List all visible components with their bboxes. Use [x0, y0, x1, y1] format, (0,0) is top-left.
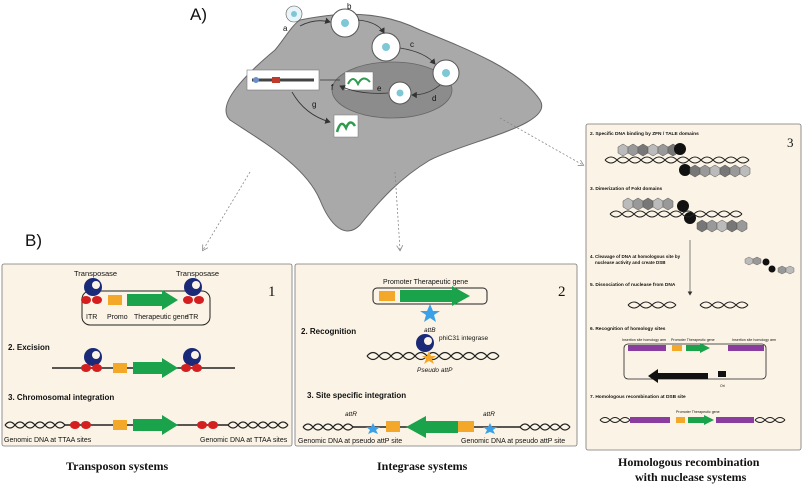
ori-label: Ori — [720, 384, 725, 388]
step-f: f — [331, 83, 334, 92]
therapeutic-gene-label: Therapeutic gene — [134, 314, 189, 321]
attb-star — [420, 304, 440, 322]
transposon-panel: 1 Transposase Transposase ITR Promo Ther… — [1, 263, 293, 447]
recognition-step: 2. Recognition — [301, 327, 356, 336]
phic31-label: phiC31 integrase — [439, 335, 489, 342]
attr-right-label: attR — [483, 411, 495, 418]
homology-arm-right — [728, 345, 764, 351]
step-a: a — [283, 24, 288, 33]
homologous-panel: 3 2. Specific DNA binding by ZFN / TALE … — [585, 123, 802, 451]
gene-arrow — [127, 290, 178, 310]
integrase-panel: 2 Promoter Therapeutic gene attB 2. Reco… — [294, 263, 578, 447]
pseudo-attp-label: Pseudo attP — [417, 367, 453, 374]
virus-particle — [285, 5, 303, 23]
itr-left-label: ITR — [86, 314, 97, 321]
step-e: e — [377, 84, 382, 93]
homologous-caption-line2: with nuclease systems — [635, 470, 747, 484]
hr-step3: 3. Dimerization of FokI domains — [590, 186, 663, 192]
hr-step2: 2. Specific DNA binding by ZFN / TALE do… — [590, 131, 699, 137]
hr-step7: 7. Homologous recombination at DSB site — [590, 394, 686, 400]
genomic-dna-right: Genomic DNA at TTAA sites — [200, 437, 288, 444]
promo-label: Promo — [107, 314, 128, 321]
promoter-box — [108, 295, 122, 305]
cleaved-fragments — [744, 256, 795, 275]
panel-a-label: A) — [190, 5, 207, 24]
hr-step5: 5. Dissociation of nuclease from DNA — [590, 282, 676, 288]
cell-diagram: a b c d e f g — [225, 2, 543, 232]
step-b: b — [347, 2, 352, 11]
zfn-domains-2 — [609, 197, 748, 233]
step-g: g — [312, 100, 316, 109]
chromosomal-integration-step: 3. Chromosomal integration — [8, 393, 114, 402]
promoter-gene-label-hr: Promoter Therapeutic gene — [671, 338, 715, 342]
excision-step: 2. Excision — [8, 343, 50, 352]
hr-step4b: nuclease activity and create DSB — [595, 260, 666, 265]
homology-arm-left — [628, 345, 666, 351]
integrase-genomic-right: Genomic DNA at pseudo attP site — [461, 438, 565, 445]
promoter-gene-label-hr2: Promoter Therapeutic gene — [676, 410, 720, 414]
promoter-gene-label: Promoter Therapeutic gene — [383, 279, 468, 286]
cell-body — [225, 13, 543, 232]
step-d: d — [432, 94, 436, 103]
integrase-genomic-left: Genomic DNA at pseudo attP site — [298, 438, 402, 445]
site-specific-step: 3. Site specific integration — [307, 391, 406, 400]
zfn-domains-1 — [604, 143, 751, 178]
step-c: c — [410, 40, 414, 49]
hr-step4a: 4. Cleavage of DNA at homologous site by — [590, 254, 681, 259]
panel-b-label: B) — [25, 231, 42, 250]
homologous-caption-line1: Homologous recombination — [618, 455, 760, 469]
integrase-number: 2 — [558, 284, 566, 300]
transposase-left-label: Transposase — [74, 269, 117, 278]
homology-arm-left-label: Insertion site homology arm — [622, 338, 666, 342]
genomic-dna-left: Genomic DNA at TTAA sites — [4, 437, 92, 444]
transposon-number: 1 — [268, 284, 276, 300]
transposase-right-label: Transposase — [176, 269, 219, 278]
homologous-number: 3 — [787, 135, 794, 150]
integrase-caption: Integrase systems — [377, 459, 468, 473]
transposon-caption: Transposon systems — [66, 459, 168, 473]
hr-step6: 6. Recognition of homology sites — [590, 326, 666, 332]
homology-arm-right-label: Insertion site homology arm — [732, 338, 776, 342]
itr-right-label: ITR — [187, 314, 198, 321]
attr-left-label: attR — [345, 411, 357, 418]
attb-label: attB — [424, 327, 436, 334]
